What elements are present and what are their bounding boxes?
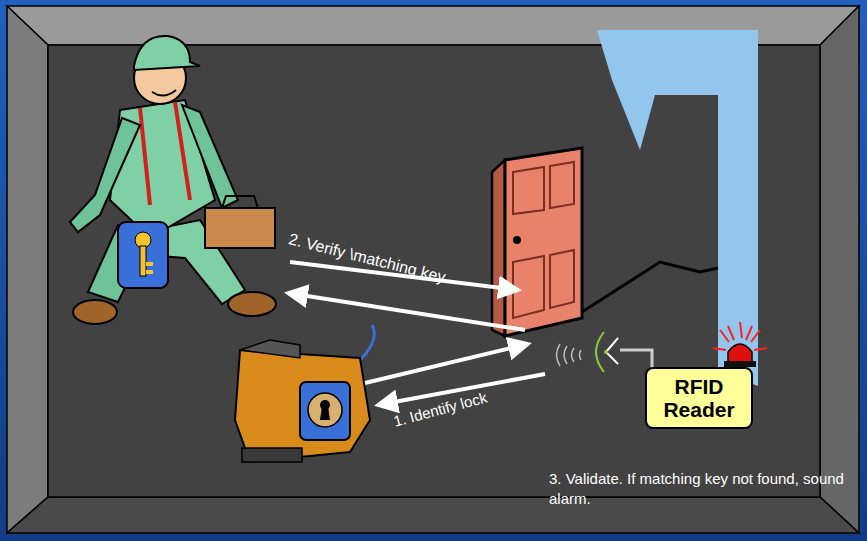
toolbox-handle (222, 196, 258, 208)
toolbox (205, 208, 275, 248)
reader-box: RFID Reader (645, 367, 753, 429)
bevel-right (820, 6, 859, 533)
box-text: RFID Reader (647, 375, 751, 421)
suspender (140, 108, 150, 205)
antenna (604, 350, 608, 354)
radio-wave (580, 350, 582, 360)
bevel-left (7, 6, 48, 533)
arrow (365, 344, 528, 383)
worker-boot (73, 300, 117, 324)
radio-wave (557, 344, 561, 366)
worker-smile (152, 90, 176, 96)
worker-cap (134, 36, 200, 70)
tool-cord (360, 325, 374, 360)
worker (70, 36, 276, 324)
note-text: 3. Validate. If matching key not found, … (549, 469, 849, 510)
door-knob (513, 236, 521, 244)
alarm-light (713, 322, 767, 367)
door-panel (513, 167, 544, 214)
door-panel (550, 162, 574, 208)
lock-badge (300, 382, 350, 440)
radio-wave (572, 348, 575, 362)
key-badge (118, 222, 168, 288)
arrow (288, 293, 525, 330)
worker-arm (70, 118, 140, 232)
worker-boot (228, 292, 276, 316)
worker-arm (182, 105, 238, 208)
power-tool (235, 325, 374, 462)
keyhole (320, 406, 330, 420)
wire (620, 350, 652, 368)
tool-base (242, 448, 302, 462)
antenna (596, 332, 604, 372)
tool-body (235, 350, 370, 462)
bevel-bottom (7, 497, 859, 533)
key-icon (146, 270, 153, 274)
antenna (606, 338, 618, 364)
door-panel (513, 256, 544, 318)
lock-icon (308, 393, 342, 427)
radio-wave (564, 346, 567, 364)
wall (597, 30, 758, 386)
door-edge (492, 160, 505, 336)
door (505, 148, 582, 336)
door-panel (550, 250, 574, 308)
alarm-dome (728, 344, 752, 362)
key-icon (146, 262, 153, 266)
panel (48, 45, 820, 497)
door-shadow (582, 262, 718, 312)
tool-top (240, 340, 300, 358)
key-icon (140, 246, 146, 276)
